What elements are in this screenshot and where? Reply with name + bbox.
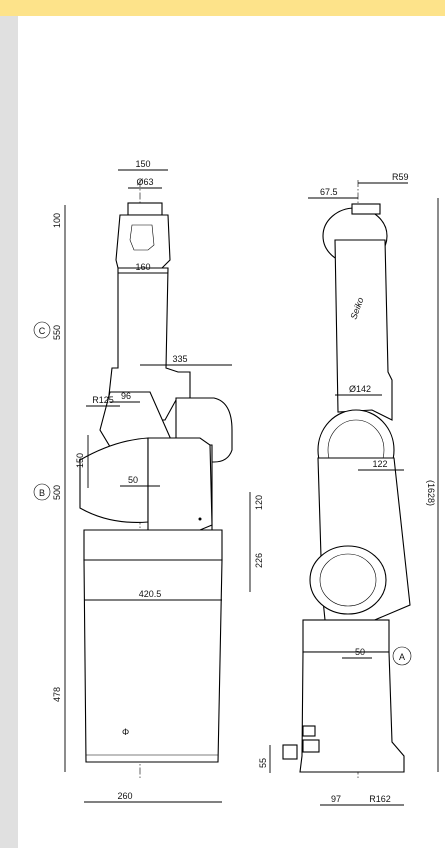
wrist-detail xyxy=(129,224,155,251)
dim-radius-59: R59 xyxy=(392,172,409,182)
side-base-ring xyxy=(302,619,390,653)
dim-lower-arm-length: 500 xyxy=(52,485,62,500)
front-view: Φ 150 Ø63 100 160 550 C 335 96 150 500 B xyxy=(33,159,264,803)
axis-b-label: B xyxy=(39,488,45,498)
side-shoulder-joint xyxy=(309,545,387,615)
dim-side-offset-50: 50 xyxy=(355,647,365,657)
dim-total-height: (1628) xyxy=(426,480,436,506)
base-mount-symbol: Φ xyxy=(122,727,129,737)
shoulder-housing xyxy=(147,437,213,531)
dim-shoulder-radius: R125 xyxy=(92,395,114,405)
dim-wrist-offset: 150 xyxy=(75,453,85,468)
base-pedestal xyxy=(83,559,223,763)
dim-flange-width: 150 xyxy=(135,159,150,169)
axis-c-circle xyxy=(33,321,51,339)
axis-a-label: A xyxy=(399,652,405,662)
dim-upper-dia: Ø142 xyxy=(349,384,371,394)
top-accent-bar xyxy=(0,0,445,16)
dim-foot-height: 55 xyxy=(258,758,268,768)
dim-offset-67: 67.5 xyxy=(320,187,338,197)
side-flange xyxy=(351,203,381,215)
dim-reach-420: 420.5 xyxy=(139,589,162,599)
dim-wrist-height: 100 xyxy=(52,213,62,228)
dim-shoulder-offset: 120 xyxy=(254,495,264,510)
left-margin-bar xyxy=(0,16,18,848)
side-shoulder-inner xyxy=(319,553,377,607)
dim-base-height-226: 226 xyxy=(254,553,264,568)
dim-elbow-122: 122 xyxy=(372,459,387,469)
dim-offset-96: 96 xyxy=(121,391,131,401)
side-base-pedestal xyxy=(299,651,405,773)
base-ring xyxy=(83,529,223,561)
robot-dimension-drawing: Φ 150 Ø63 100 160 550 C 335 96 150 500 B xyxy=(33,159,439,806)
side-connector-1 xyxy=(302,725,316,737)
dim-radius-162: R162 xyxy=(369,794,391,804)
dim-upper-arm-length: 550 xyxy=(52,325,62,340)
side-cable-box xyxy=(282,744,298,760)
dim-base-width: 260 xyxy=(117,791,132,801)
axis-a-circle xyxy=(392,646,412,666)
dim-elbow-reach: 335 xyxy=(172,354,187,364)
dim-wrist-width: 160 xyxy=(135,262,150,272)
side-connector-2 xyxy=(302,739,320,753)
side-view: Seiko 67.5 R59 Ø142 (1628) xyxy=(258,172,439,806)
dim-foot-97: 97 xyxy=(331,794,341,804)
axis-c-label: C xyxy=(39,326,46,336)
axis-b-circle xyxy=(33,483,51,501)
wrist-housing xyxy=(115,214,171,269)
shoulder-marker xyxy=(198,517,202,521)
dim-base-height-478: 478 xyxy=(52,687,62,702)
dim-offset-50: 50 xyxy=(128,475,138,485)
flange xyxy=(127,202,163,216)
dim-flange-dia: Ø63 xyxy=(136,177,153,187)
